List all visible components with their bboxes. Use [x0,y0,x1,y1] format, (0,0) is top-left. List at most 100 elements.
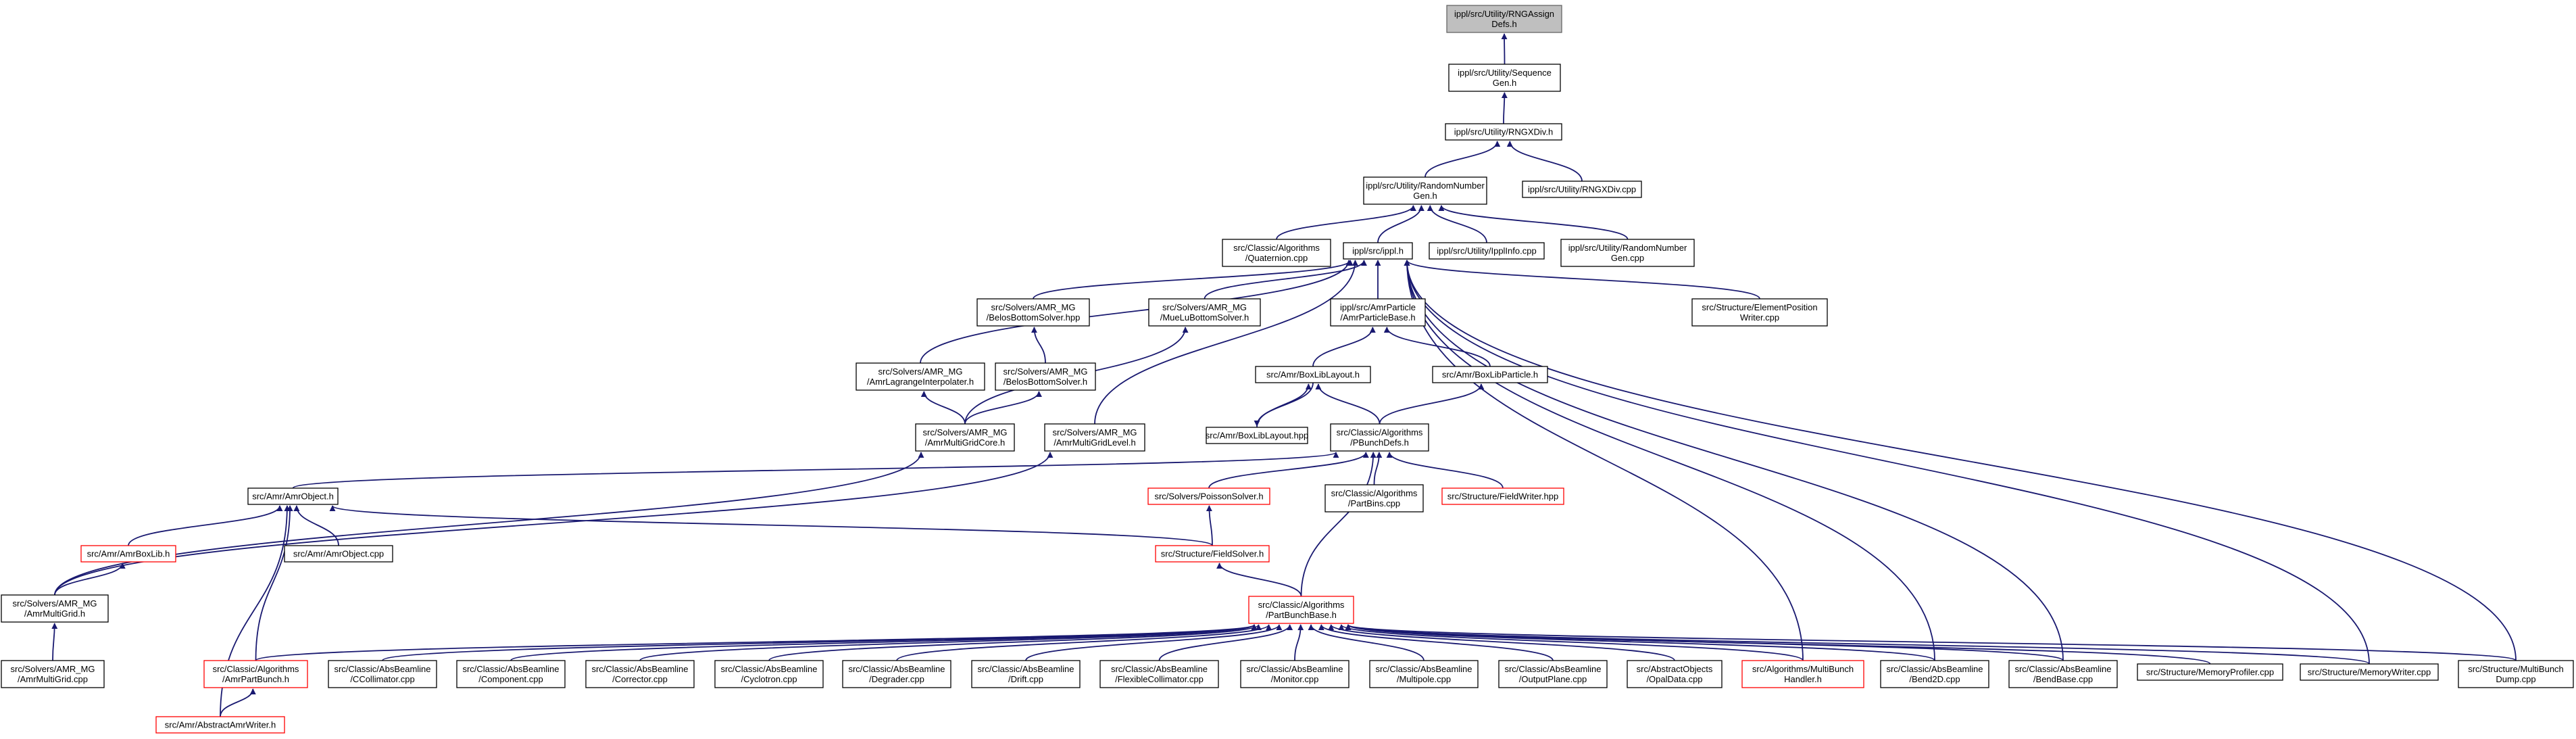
edge-belosbotth-to-belosbotthpp [1031,327,1046,364]
graph-node-amrlagrange[interactable]: src/Solvers/AMR_MG/AmrLagrangeInterpolat… [856,362,985,391]
graph-node-amrwriter[interactable]: src/Amr/AbstractAmrWriter.h [155,716,285,734]
node-label: src/Classic/AbsBeamline [1375,664,1472,674]
graph-node-ipplh[interactable]: ippl/src/ippl.h [1343,242,1413,260]
graph-node-memwriter[interactable]: src/Structure/MemoryWriter.cpp [2300,663,2439,681]
node-box [1432,366,1548,383]
node-label: /BendBase.cpp [2033,674,2093,684]
graph-node-flexcoll[interactable]: src/Classic/AbsBeamline/FlexibleCollimat… [1099,660,1219,688]
graph-node-drift[interactable]: src/Classic/AbsBeamline/Drift.cpp [971,660,1081,688]
graph-node-pbunchdefs[interactable]: src/Classic/Algorithms/PBunchDefs.h [1330,423,1429,452]
graph-node-fieldwriter[interactable]: src/Structure/FieldWriter.hpp [1441,487,1564,505]
graph-node-monitor[interactable]: src/Classic/AbsBeamline/Monitor.cpp [1240,660,1349,688]
graph-node-bendbase[interactable]: src/Classic/AbsBeamline/BendBase.cpp [2008,660,2118,688]
node-label: /Monitor.cpp [1271,674,1319,684]
node-label: Dump.cpp [2496,674,2535,684]
node-box [1330,298,1426,327]
node-box [976,298,1090,327]
node-label: /AmrMultiGridCore.h [925,437,1005,448]
node-label: src/Classic/AbsBeamline [1504,664,1601,674]
edge-monitor-to-partbunchbase [1294,624,1304,661]
graph-node-component[interactable]: src/Classic/AbsBeamline/Component.cpp [456,660,566,688]
graph-node-ipplinfo[interactable]: ippl/src/Utility/IpplInfo.cpp [1429,242,1545,260]
node-label: src/Solvers/AMR_MG [1004,366,1088,377]
node-box [1560,239,1695,267]
graph-node-bend2d[interactable]: src/Classic/AbsBeamline/Bend2D.cpp [1880,660,1989,688]
graph-node-corrector[interactable]: src/Classic/AbsBeamline/Corrector.cpp [585,660,695,688]
edge-drift-to-partbunchbase [1025,624,1283,661]
graph-node-opaldata[interactable]: src/AbstractObjects/OpalData.cpp [1627,660,1723,688]
node-box [1,594,109,623]
graph-node-amrboxlibh[interactable]: src/Amr/AmrBoxLib.h [80,545,176,563]
graph-node-multipole[interactable]: src/Classic/AbsBeamline/Multipole.cpp [1369,660,1479,688]
graph-node-amrobjecth[interactable]: src/Amr/AmrObject.h [247,487,339,505]
node-box [203,660,308,688]
graph-node-muelubott[interactable]: src/Solvers/AMR_MG/MueLuBottomSolver.h [1148,298,1261,327]
node-label: src/Amr/AmrObject.cpp [293,549,384,559]
edge-fieldsolver-to-poissonsolver [1206,505,1213,546]
edge-corrector-to-partbunchbase [639,624,1258,661]
graph-node-poissonsolver[interactable]: src/Solvers/PoissonSolver.h [1147,487,1270,505]
node-label: ippl/src/Utility/RNGAssign [1454,9,1554,19]
graph-node-rngxdivh[interactable]: ippl/src/Utility/RNGXDiv.h [1445,123,1562,141]
node-label: src/Structure/MultiBunch [2468,664,2564,674]
graph-node-partbunchbase[interactable]: src/Classic/Algorithms/PartBunchBase.h [1248,596,1354,624]
graph-node-belosbotth[interactable]: src/Solvers/AMR_MG/BelosBottomSolver.h [995,362,1096,391]
node-label: /PartBunchBase.h [1266,610,1337,620]
graph-node-cyclotron[interactable]: src/Classic/AbsBeamline/Cyclotron.cpp [714,660,824,688]
graph-node-belosbotthpp[interactable]: src/Solvers/AMR_MG/BelosBottomSolver.hpp [976,298,1090,327]
node-label: ippl/src/Utility/RNGXDiv.cpp [1528,185,1636,195]
graph-node-amrmgcore[interactable]: src/Solvers/AMR_MG/AmrMultiGridCore.h [915,423,1015,452]
graph-node-amrmgcpp[interactable]: src/Solvers/AMR_MG/AmrMultiGrid.cpp [1,660,105,688]
node-label: /AmrMultiGrid.cpp [18,674,88,684]
node-label: /Component.cpp [478,674,543,684]
node-label: ippl/src/AmrParticle [1340,302,1416,312]
graph-node-amrboxlibparticle[interactable]: src/Amr/BoxLibParticle.h [1432,366,1548,383]
graph-node-quaternion[interactable]: src/Classic/Algorithms/Quaternion.cpp [1222,239,1331,267]
node-box [995,362,1096,391]
graph-node-amrpartbase[interactable]: ippl/src/AmrParticle/AmrParticleBase.h [1330,298,1426,327]
edge-bendbase-to-ipplh [1404,260,2064,661]
node-label: /PartBins.cpp [1348,498,1400,508]
edge-memwriter-to-ipplh [1404,260,2370,665]
node-label: src/Solvers/PoissonSolver.h [1154,492,1263,502]
node-box [284,545,393,563]
node-label: src/Classic/Algorithms [1331,488,1418,498]
node-label: src/Structure/FieldSolver.h [1161,549,1264,559]
graph-node-amrboxliblayouthpp[interactable]: src/Amr/BoxLibLayout.hpp [1206,427,1308,444]
node-label: /AmrLagrangeInterpolater.h [867,377,974,387]
graph-node-rngxdivcpp[interactable]: ippl/src/Utility/RNGXDiv.cpp [1522,181,1642,198]
graph-node-memprofiler[interactable]: src/Structure/MemoryProfiler.cpp [2137,663,2283,681]
node-label: ippl/src/ippl.h [1352,246,1404,256]
graph-node-fieldsolver[interactable]: src/Structure/FieldSolver.h [1155,545,1270,563]
node-label: src/Solvers/AMR_MG [991,302,1076,312]
node-label: src/Classic/AbsBeamline [334,664,430,674]
graph-node-outputplane[interactable]: src/Classic/AbsBeamline/OutputPlane.cpp [1498,660,1608,688]
graph-node-amrpartbunch[interactable]: src/Classic/Algorithms/AmrPartBunch.h [203,660,308,688]
node-label: src/Classic/AbsBeamline [1111,664,1208,674]
node-label: Defs.h [1491,19,1517,29]
graph-node-amrobjectcpp[interactable]: src/Amr/AmrObject.cpp [284,545,393,563]
graph-node-amrmgh[interactable]: src/Solvers/AMR_MG/AmrMultiGrid.h [1,594,109,623]
node-box [1324,484,1424,512]
node-label: ippl/src/Utility/Sequence [1458,68,1552,78]
node-label: Gen.h [1493,78,1516,88]
edge-randgencpp-to-randgenh [1438,205,1629,240]
graph-node-ccollimator[interactable]: src/Classic/AbsBeamline/CCollimator.cpp [328,660,437,688]
graph-node-amrboxliblayouth[interactable]: src/Amr/BoxLibLayout.h [1255,366,1371,383]
graph-node-partbins[interactable]: src/Classic/Algorithms/PartBins.cpp [1324,484,1424,512]
graph-node-degrader[interactable]: src/Classic/AbsBeamline/Degrader.cpp [842,660,951,688]
node-box [1044,423,1145,452]
node-label: src/Structure/FieldWriter.hpp [1447,492,1558,502]
node-box [1248,596,1354,624]
edge-partbunchbase-to-fieldsolver [1216,563,1302,597]
node-label: src/Amr/AbstractAmrWriter.h [165,720,276,730]
graph-node-amrmglevel[interactable]: src/Solvers/AMR_MG/AmrMultiGridLevel.h [1044,423,1145,452]
node-box [856,362,985,391]
